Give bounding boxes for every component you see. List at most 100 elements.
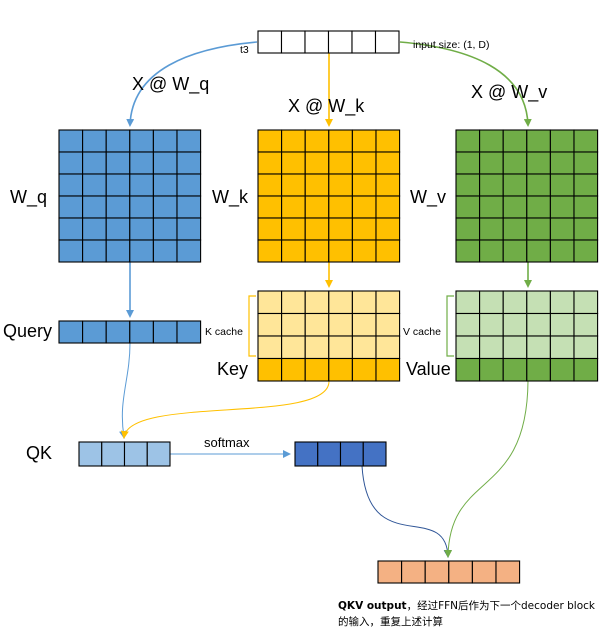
value-cell — [526, 312, 551, 337]
wv-cell — [502, 173, 528, 197]
wv-cell — [455, 129, 481, 153]
wv-cell — [479, 239, 504, 263]
wk-cell — [351, 217, 377, 241]
wk-cell — [281, 151, 306, 175]
wq-cell — [129, 195, 154, 219]
wq-cell — [58, 217, 84, 241]
wq-cell — [129, 239, 154, 263]
arrow-key-to-qk — [120, 380, 330, 439]
arrow-value-to-output — [444, 380, 529, 558]
wk-cell — [351, 173, 377, 197]
wq-cell — [58, 239, 84, 263]
wq-cell — [129, 217, 154, 241]
wq-cell — [105, 151, 131, 175]
wv-cell — [526, 151, 551, 175]
value-cell — [549, 290, 575, 315]
wk-cell — [304, 239, 330, 263]
qk-cell — [101, 441, 126, 467]
value-cell — [573, 290, 599, 315]
wv-cell — [549, 239, 575, 263]
wq-cell — [105, 173, 131, 197]
k-cache-label: K cache — [205, 326, 243, 338]
wk-cell — [328, 239, 353, 263]
wk-cell — [375, 239, 401, 263]
wk-cell — [351, 239, 377, 263]
input-cell — [374, 30, 400, 54]
key-label: Key — [217, 359, 248, 379]
key-cell — [328, 290, 353, 315]
op-label-q: X @ W_q — [132, 74, 209, 95]
wk-cell — [328, 129, 353, 153]
arrow-input-to-wq — [126, 41, 258, 127]
wq-cell — [152, 129, 178, 153]
wq-cell — [176, 195, 202, 219]
wk-matrix — [257, 129, 401, 263]
value-label: Value — [406, 359, 451, 379]
v-cache-label: V cache — [403, 326, 441, 338]
op-label-k: X @ W_k — [288, 96, 365, 117]
wv-cell — [479, 195, 504, 219]
key-cell — [281, 335, 306, 360]
key-cache-matrix — [257, 290, 401, 382]
input-token-label: t3 — [240, 44, 249, 56]
key-cell — [257, 290, 283, 315]
wq-cell — [58, 151, 84, 175]
wq-cell — [105, 239, 131, 263]
wq-cell — [82, 239, 107, 263]
key-cell — [351, 335, 377, 360]
output-cell — [448, 560, 473, 584]
key-cell — [328, 335, 353, 360]
wk-cell — [375, 195, 401, 219]
wv-cell — [573, 129, 599, 153]
qk-cell — [146, 441, 171, 467]
wk-cell — [375, 129, 401, 153]
wv-cell — [549, 195, 575, 219]
wk-cell — [281, 217, 306, 241]
wk-cell — [257, 217, 283, 241]
key-cell — [304, 312, 330, 337]
key-cell — [375, 312, 401, 337]
wv-cell — [573, 173, 599, 197]
query-cell — [58, 320, 84, 344]
output-cell — [471, 560, 497, 584]
wk-cell — [257, 129, 283, 153]
key-cell — [304, 357, 330, 382]
wv-cell — [502, 195, 528, 219]
wv-cell — [479, 151, 504, 175]
softmax-cell — [294, 441, 319, 467]
wv-cell — [573, 151, 599, 175]
wk-cell — [375, 217, 401, 241]
value-cell — [526, 357, 551, 382]
value-cell — [526, 290, 551, 315]
key-cell — [281, 312, 306, 337]
wq-cell — [82, 195, 107, 219]
wv-cell — [573, 195, 599, 219]
input-vector — [257, 30, 400, 54]
qk-cell — [123, 441, 148, 467]
softmax-cell — [317, 441, 342, 467]
wq-cell — [82, 151, 107, 175]
key-cell — [328, 312, 353, 337]
key-cell — [257, 357, 283, 382]
wk-cell — [304, 151, 330, 175]
wq-cell — [58, 195, 84, 219]
caption-text: ，经过FFN后作为下一个decoder block的输入，重复上述计算 — [338, 600, 595, 628]
wq-cell — [152, 195, 178, 219]
wq-cell — [82, 129, 107, 153]
wk-cell — [304, 129, 330, 153]
qk-vector — [78, 441, 171, 467]
softmax-cell — [339, 441, 364, 467]
softmax-vector — [294, 441, 387, 467]
v-cache-brace — [446, 295, 454, 357]
wq-cell — [176, 129, 202, 153]
query-cell — [176, 320, 202, 344]
value-cell — [573, 312, 599, 337]
input-cell — [351, 30, 377, 54]
key-cell — [257, 335, 283, 360]
value-cell — [549, 312, 575, 337]
wk-cell — [328, 217, 353, 241]
value-cell — [455, 290, 481, 315]
wv-cell — [549, 173, 575, 197]
wv-cell — [502, 217, 528, 241]
